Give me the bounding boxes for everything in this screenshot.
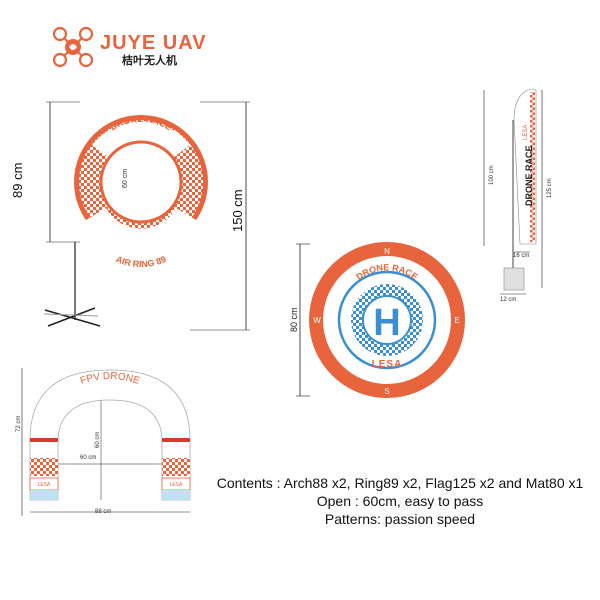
- mat-logo: LESA: [372, 359, 403, 370]
- compass-w: W: [313, 316, 321, 325]
- mat-diagram: DRONE RACE H LESA N E S W: [296, 242, 465, 398]
- arch-inner-width: 60 cm: [80, 455, 97, 461]
- mat-h-letter: H: [373, 302, 400, 344]
- mat-dimension: 80 cm: [289, 307, 299, 332]
- product-details: Contents : Arch88 x2, Ring89 x2, Flag125…: [200, 474, 600, 528]
- arch-outer-width: 88 cm: [95, 509, 112, 515]
- flag-diagram: [483, 88, 543, 295]
- ring-diagram: DRONE RACE AIR RING 89: [43, 101, 250, 331]
- flag-text: DRONE RACE: [524, 145, 534, 206]
- brand-subtitle: 桔叶无人机: [122, 55, 177, 67]
- drone-logo-icon: [52, 26, 94, 68]
- brand-name: JUYE UAV: [100, 32, 207, 54]
- ring-bottom-text: AIR RING 89: [115, 254, 168, 269]
- compass-e: E: [454, 316, 459, 325]
- arch-title: FPV DRONE: [79, 371, 141, 387]
- arch-logo-right: LESA: [170, 482, 183, 488]
- flag-foot-width: 12 cm: [500, 297, 517, 303]
- ring-outer-dimension: 89 cm: [10, 162, 25, 198]
- compass-s: S: [384, 387, 389, 396]
- flag-base-width: 16 cm: [513, 253, 530, 259]
- arch-height: 72 cm: [16, 415, 22, 432]
- brand-logo: [50, 24, 96, 70]
- arch-diagram: FPV DRONE LESA LESA: [21, 368, 191, 516]
- arch-logo-left: LESA: [38, 482, 51, 488]
- compass-n: N: [384, 247, 390, 256]
- flag-logo: LESA: [523, 124, 529, 140]
- flag-height-short: 100 cm: [489, 165, 495, 185]
- ring-stand-dimension: 150 cm: [230, 189, 245, 232]
- open-text: Open : 60cm, easy to pass: [316, 493, 484, 509]
- contents-text: Contents : Arch88 x2, Ring89 x2, Flag125…: [216, 475, 584, 491]
- arch-inner-height: 60 cm: [95, 431, 101, 448]
- flag-height-full: 125 cm: [547, 178, 553, 198]
- patterns-text: Patterns: passion speed: [324, 511, 476, 527]
- ring-inner-dimension: 60 cm: [122, 168, 129, 188]
